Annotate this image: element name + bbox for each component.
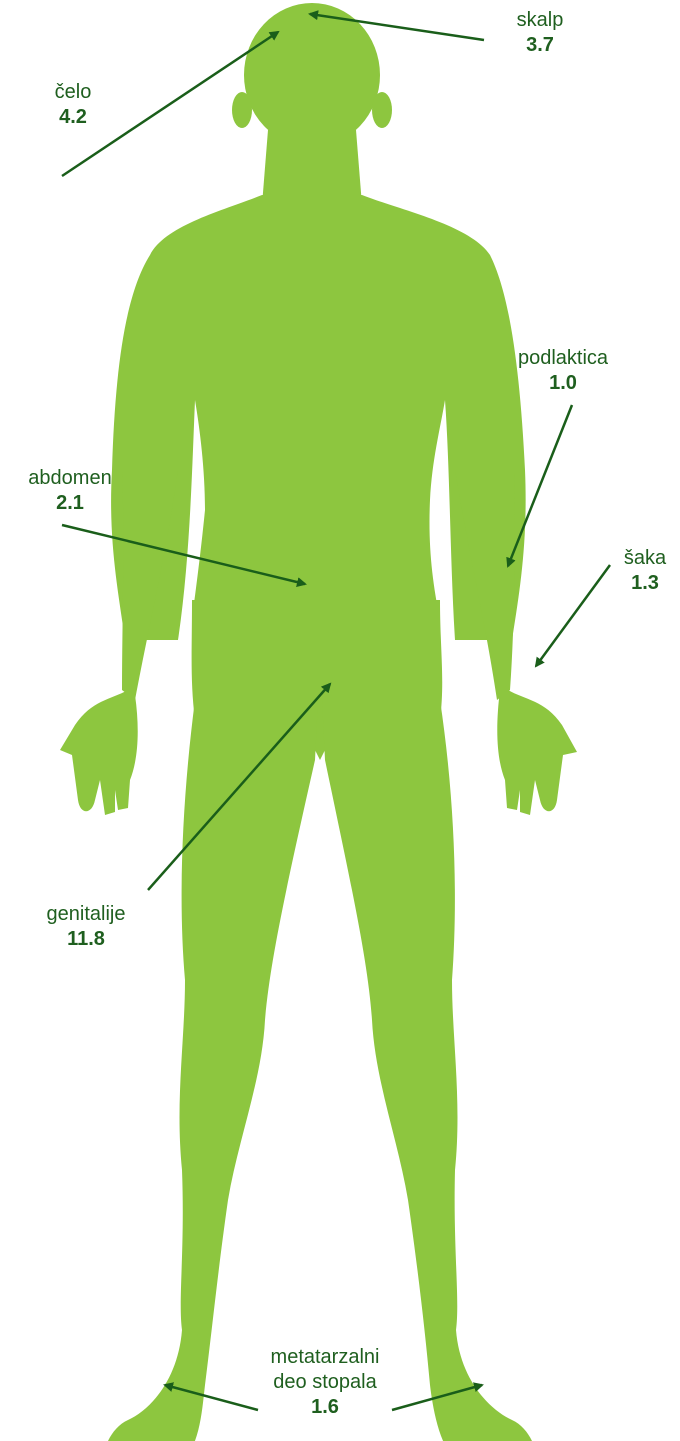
right-hand [497,690,577,815]
label-metatarzalni-value: 1.6 [240,1395,410,1420]
label-celo: čelo 4.2 [38,80,108,130]
label-podlaktica-name: podlaktica [500,346,626,371]
label-abdomen-value: 2.1 [10,491,130,516]
label-celo-name: čelo [38,80,108,105]
left-ear [232,92,252,128]
label-genitalije: genitalije 11.8 [30,902,142,952]
arrow-saka [536,565,610,666]
label-celo-value: 4.2 [38,105,108,130]
label-metatarzalni: metatarzalni deo stopala 1.6 [240,1345,410,1420]
label-abdomen: abdomen 2.1 [10,466,130,516]
label-podlaktica: podlaktica 1.0 [500,346,626,396]
head [244,3,380,147]
label-genitalije-name: genitalije [30,902,142,927]
label-skalp-value: 3.7 [505,33,575,58]
left-leg [103,700,318,1441]
label-saka: šaka 1.3 [614,546,676,596]
label-podlaktica-value: 1.0 [500,371,626,396]
right-ear [372,92,392,128]
torso [111,195,526,640]
label-metatarzalni-line1: metatarzalni [240,1345,410,1370]
label-genitalije-value: 11.8 [30,927,142,952]
left-hand [60,690,138,815]
label-abdomen-name: abdomen [10,466,130,491]
label-metatarzalni-line2: deo stopala [240,1370,410,1395]
body-silhouette [60,3,577,1441]
label-skalp-name: skalp [505,8,575,33]
label-saka-name: šaka [614,546,676,571]
neck [262,130,362,205]
label-saka-value: 1.3 [614,571,676,596]
label-skalp: skalp 3.7 [505,8,575,58]
right-leg [322,700,537,1441]
